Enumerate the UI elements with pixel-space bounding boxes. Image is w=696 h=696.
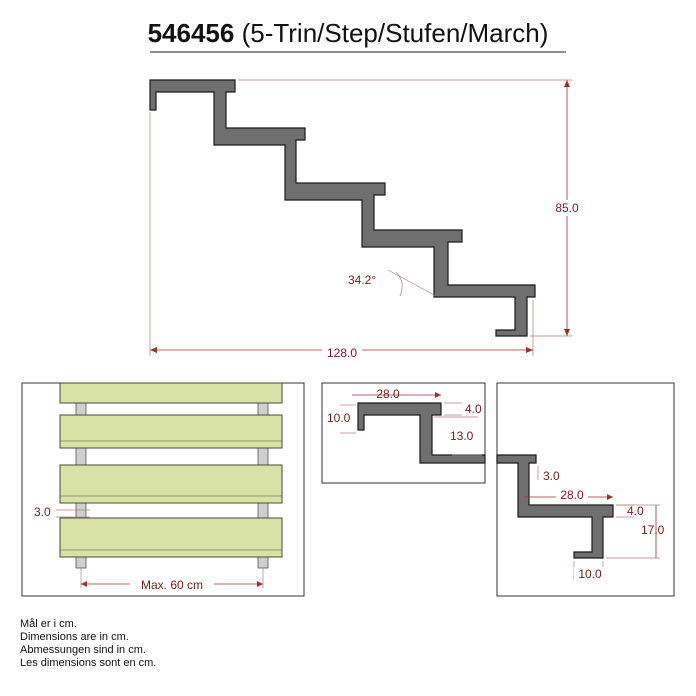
board-plan-panel: 3.0 Max. 60 cm — [21, 382, 305, 597]
bottom-foot-label: 10.0 — [578, 567, 602, 581]
top-rise-label: 13.0 — [450, 429, 474, 443]
note-french: Les dimensions sont en cm. — [20, 657, 157, 669]
top-thickness-label: 4.0 — [465, 402, 482, 416]
length-label: 128.0 — [327, 346, 357, 360]
bottom-detail-stringer — [496, 454, 614, 559]
step-board — [59, 517, 283, 558]
top-detail-stringer — [357, 402, 486, 464]
angle-label: 34.2° — [348, 273, 376, 287]
post-span-dimension: Max. 60 cm — [80, 568, 264, 592]
bottom-step-detail-panel: 3.0 28.0 4.0 17.0 10.0 — [496, 382, 675, 597]
angle-indicator: 34.2° — [348, 269, 437, 297]
note-english: Dimensions are in cm. — [20, 631, 129, 643]
post-span-label: Max. 60 cm — [141, 578, 203, 592]
units-notes: Mål er i cm. Dimensions are in cm. Abmes… — [20, 618, 156, 670]
bottom-width-label: 28.0 — [560, 488, 584, 502]
note-german: Abmessungen sind in cm. — [20, 644, 146, 656]
product-code: 546456 — [147, 18, 235, 48]
product-description: (5-Trin/Step/Stufen/March) — [234, 18, 549, 48]
top-nose-label: 10.0 — [327, 411, 351, 425]
height-label: 85.0 — [555, 201, 579, 215]
board-gap-label: 3.0 — [34, 505, 51, 519]
top-width-label: 28.0 — [376, 387, 400, 401]
height-dimension: 85.0 — [238, 79, 582, 337]
stair-stringer — [149, 79, 536, 337]
step-board — [59, 414, 283, 449]
top-step-detail-panel: 28.0 4.0 10.0 13.0 — [321, 382, 486, 484]
note-danish: Mål er i cm. — [20, 618, 77, 630]
step-board — [59, 464, 283, 504]
step-board — [59, 382, 283, 404]
bottom-thickness-label: 4.0 — [627, 504, 644, 518]
drawing-title: 546456 (5-Trin/Step/Stufen/March) — [0, 18, 696, 49]
bottom-rise-label: 17.0 — [641, 523, 665, 537]
length-dimension: 128.0 — [149, 112, 534, 360]
board-gap-dimension: 3.0 — [34, 505, 90, 519]
main-elevation: 85.0 128.0 34.2° — [149, 79, 582, 360]
bottom-gap-label: 3.0 — [543, 469, 560, 483]
